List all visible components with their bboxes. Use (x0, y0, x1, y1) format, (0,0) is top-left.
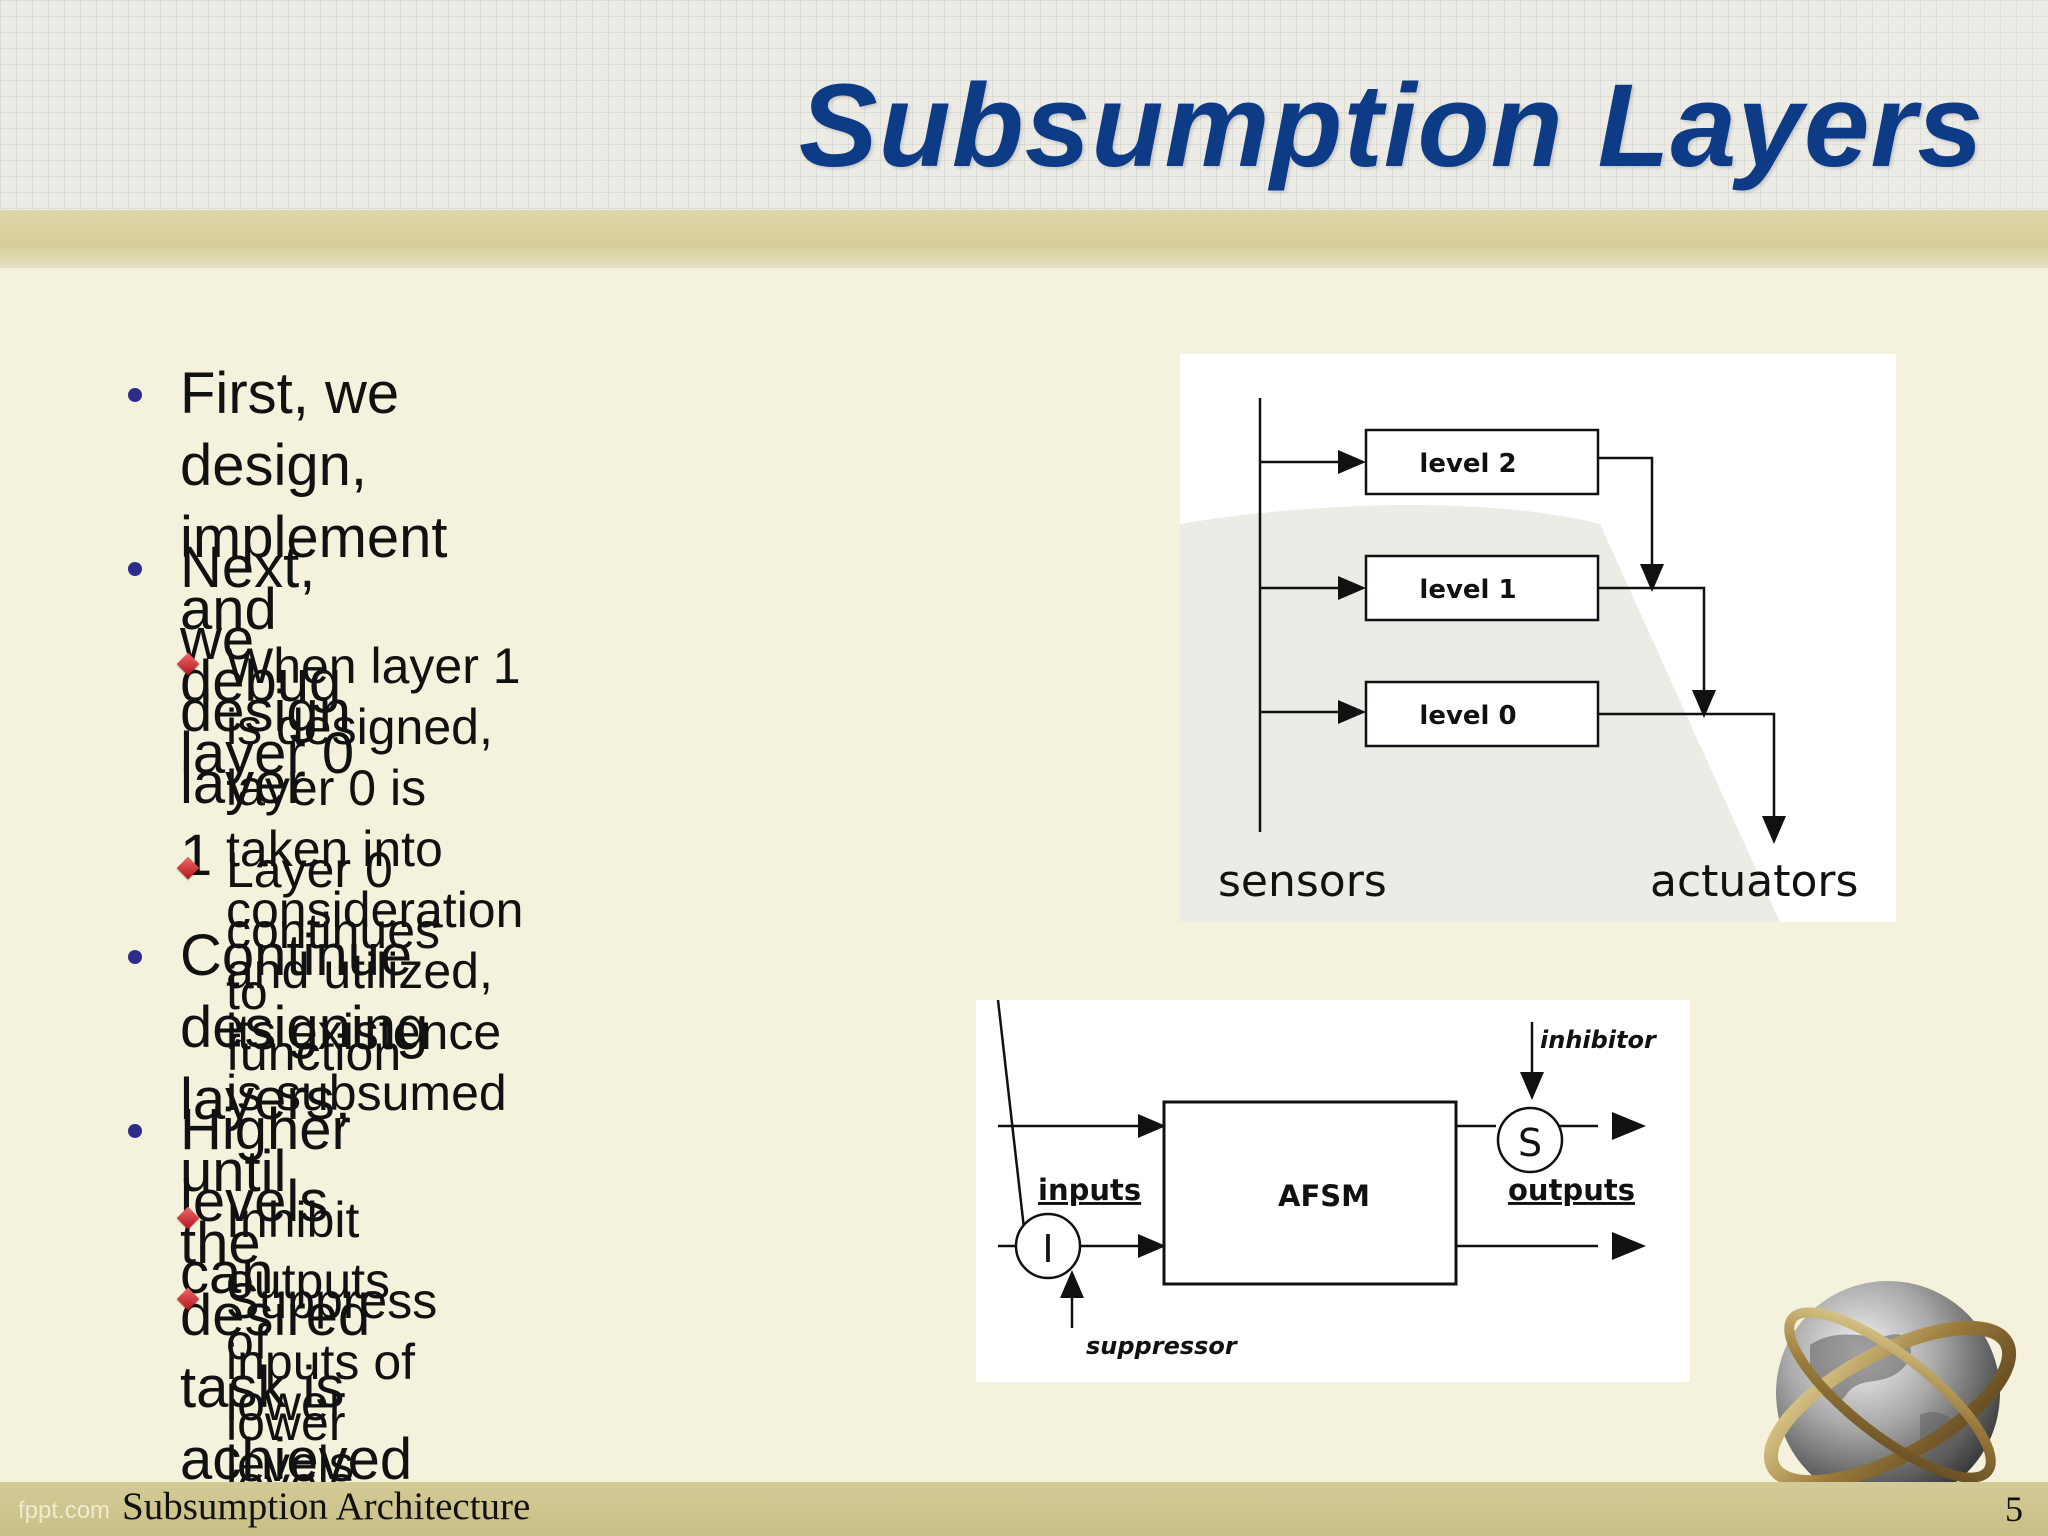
level-label: level 0 (1419, 701, 1516, 731)
bullet-line: First, we design, implement and (180, 361, 448, 642)
header-band (0, 0, 2048, 210)
bullet-line: Next, we design layer 1 (180, 535, 351, 888)
suppress-node (1496, 1106, 1564, 1174)
circle-bullet-icon (128, 388, 142, 402)
diagram-shading (1600, 354, 1896, 922)
footer-brand: fppt.com (18, 1497, 111, 1524)
arrow-icon (1612, 1112, 1646, 1140)
bullet-line: When layer 1 is designed, layer 0 is (226, 638, 521, 816)
arrow-icon (1762, 816, 1786, 844)
bullet-line: Higher levels can (180, 1097, 351, 1306)
suppress-node-label: S (1518, 1121, 1542, 1165)
arrow-icon (1338, 700, 1366, 724)
level-label: level 2 (1419, 449, 1516, 479)
footer-band (0, 1482, 2048, 1536)
bullet-item: Continue designing layers, until the des… (128, 920, 429, 1496)
sub-bullet-item: Layer 0 continues to function (176, 840, 441, 1084)
bullet-line: Layer 0 continues to function (226, 842, 441, 1081)
arrow-icon (1692, 690, 1716, 718)
bullet-line: debug layer 0 (180, 649, 355, 786)
afsm-label: AFSM (1278, 1179, 1370, 1213)
level-box (1364, 680, 1600, 748)
bullet-item: Next, we design layer 1 (128, 532, 351, 892)
arrow-icon (1338, 450, 1366, 474)
arrow-icon (1060, 1270, 1084, 1298)
inhibit-node-label: I (1042, 1227, 1053, 1271)
sub-bullet-item: When layer 1 is designed, layer 0 is tak… (176, 636, 524, 1124)
arrow-icon (1138, 1114, 1166, 1138)
arrow-icon (1520, 1072, 1544, 1100)
level-label: level 1 (1419, 575, 1516, 605)
layers-diagram: level 2 level 1 level 0 sensors actuator… (1180, 354, 1896, 922)
arrow-icon (1612, 1232, 1646, 1260)
arrow-icon (1640, 564, 1664, 592)
bullet-line: Suppress inputs of lower levels (226, 1273, 438, 1512)
bullet-item: First, we design, implement and debug la… (128, 358, 448, 790)
sensors-label: sensors (1218, 856, 1387, 907)
header-band-fade (0, 0, 2048, 210)
arrow-icon (1138, 1234, 1166, 1258)
circle-bullet-icon (128, 950, 142, 964)
suppressor-label: suppressor (1086, 1332, 1239, 1360)
page-number: 5 (2005, 1489, 2023, 1529)
inhibit-node (1014, 1212, 1082, 1280)
afsm-diagram: AFSM I S inputs outputs inhibitor suppre… (976, 1000, 1690, 1382)
actuators-label: actuators (1650, 856, 1858, 907)
footer-title: Subsumption Architecture (122, 1485, 531, 1528)
level-box (1364, 428, 1600, 496)
level-box (1364, 554, 1600, 622)
bullet-line: taken into consideration and utilized, (226, 821, 524, 999)
bullet-line: the desired task is achieved (180, 1211, 413, 1492)
bullet-line: Continue designing layers, until (180, 923, 429, 1204)
inhibitor-label: inhibitor (1540, 1026, 1658, 1054)
bullet-item: Higher levels can (128, 1094, 351, 1310)
inputs-label: inputs (1038, 1173, 1141, 1207)
header-stripe (0, 210, 2048, 268)
circle-bullet-icon (128, 562, 142, 576)
outputs-label: outputs (1508, 1173, 1635, 1207)
circle-bullet-icon (128, 1124, 142, 1138)
globe-icon (1763, 1281, 2017, 1505)
afsm-box (1162, 1100, 1458, 1286)
arrow-icon (1338, 576, 1366, 600)
sub-bullet-item: Suppress inputs of lower levels (176, 1271, 438, 1515)
bullet-line: its existence is subsumed (226, 1004, 507, 1121)
slide-title: Subsumption Layers (798, 60, 1984, 192)
